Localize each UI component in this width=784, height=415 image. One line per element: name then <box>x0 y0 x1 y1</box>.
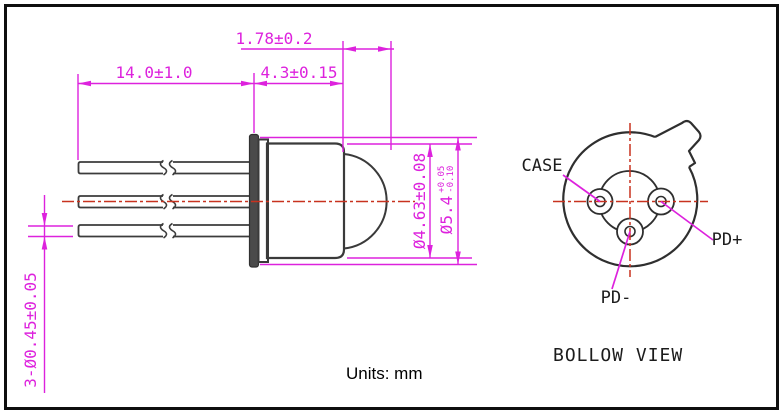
index-tab <box>654 119 702 168</box>
component-leads <box>77 159 254 239</box>
crosshair-centerlines <box>553 123 708 277</box>
arrow-right-icon <box>241 80 254 87</box>
lead-top-break-icon <box>159 159 177 176</box>
lead-top-segment-right <box>173 161 254 175</box>
lead-bottom-segment-left <box>77 224 163 238</box>
dim-flange-tol-lower: -0.10 <box>446 165 456 193</box>
units-label: Units: mm <box>346 364 423 383</box>
arrow-left-icon <box>78 80 91 87</box>
leader-pd-plus <box>660 200 714 241</box>
case-outline <box>562 131 699 268</box>
lead-bottom-segment-right <box>173 224 254 238</box>
dim-lead-diameter-label: 3-Ø0.45±0.05 <box>21 272 40 388</box>
pin-label-pd-plus: PD+ <box>711 230 743 250</box>
pin-label-case: CASE <box>521 156 563 176</box>
leader-pd-minus <box>611 231 631 290</box>
dimension-arrows <box>41 46 461 265</box>
pins <box>586 187 675 246</box>
arrow-left-icon <box>254 80 267 87</box>
dim-cap-diameter-label: Ø4.63±0.08 <box>410 152 429 250</box>
leader-case <box>562 174 601 203</box>
arrow-down-icon <box>41 213 48 226</box>
leader-lines <box>562 174 714 290</box>
arrow-up-icon <box>427 144 433 157</box>
arrow-up-icon <box>455 137 461 151</box>
dim-cap-length-label: 4.3±0.15 <box>260 63 338 82</box>
can-body <box>265 142 346 260</box>
arrow-left-icon <box>343 46 356 52</box>
dim-flange-diameter-value: Ø5.4 <box>437 195 456 235</box>
arrow-down-icon <box>455 251 461 265</box>
bottom-view-caption: BOLLOW VIEW <box>553 345 684 366</box>
lead-bottom-break-icon <box>159 222 177 239</box>
arrow-up-icon <box>41 236 48 250</box>
arrow-right-icon <box>378 46 391 52</box>
bottom-view <box>553 119 714 290</box>
dim-flange-tolerance: +0.05 -0.10 <box>437 165 456 193</box>
lead-top-segment-left <box>77 161 163 175</box>
arrow-down-icon <box>427 245 433 258</box>
dim-flange-diameter-label: Ø5.4 +0.05 -0.10 <box>437 150 457 250</box>
side-view <box>28 41 477 393</box>
dim-lead-length-label: 14.0±1.0 <box>115 63 193 82</box>
arrow-right-icon <box>330 80 343 87</box>
dim-dome-length-label: 1.78±0.2 <box>235 29 313 48</box>
dimension-lines <box>28 41 477 393</box>
pin-label-pd-minus: PD- <box>600 288 632 308</box>
drawing-border <box>4 4 779 410</box>
